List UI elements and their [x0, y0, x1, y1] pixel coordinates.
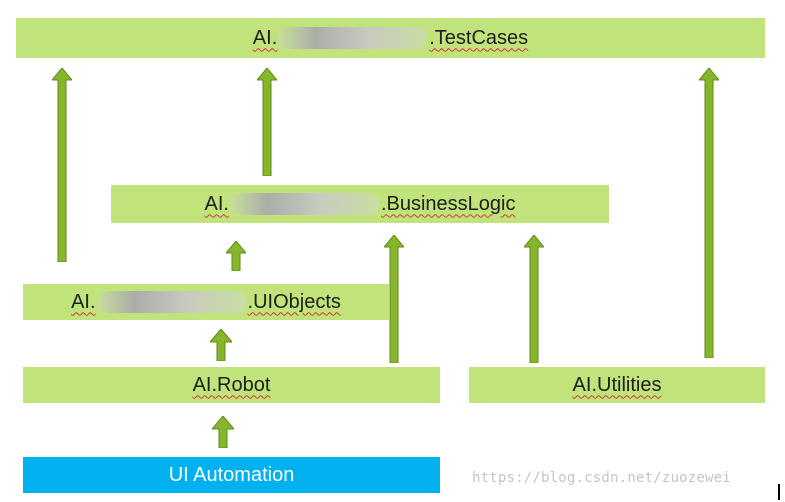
box-uiobjects-prefix: AI. [71, 290, 96, 313]
redacted-text [278, 27, 429, 49]
box-uiobjects: AI. .UIObjects [23, 284, 389, 320]
box-robot-label: AI.Robot [192, 373, 271, 396]
redacted-text [229, 193, 380, 215]
box-utilities: AI.Utilities [469, 367, 765, 403]
box-uiautomation: UI Automation [23, 457, 440, 493]
arrow-uiobjects-to-businesslogic [226, 241, 246, 271]
box-testcases-suffix: .TestCases [429, 26, 529, 49]
redacted-text [96, 291, 247, 313]
box-testcases-prefix: AI. [252, 26, 278, 49]
arrow-uiautomation-to-robot [212, 416, 234, 448]
box-testcases: AI. .TestCases [16, 18, 765, 58]
arrow-businesslogic-to-testcases [257, 68, 277, 176]
watermark-text: https://blog.csdn.net/zuozewei [472, 470, 731, 486]
box-businesslogic: AI. .BusinessLogic [111, 185, 609, 223]
box-businesslogic-suffix: .BusinessLogic [380, 192, 516, 215]
box-uiautomation-label: UI Automation [168, 463, 295, 486]
box-businesslogic-prefix: AI. [204, 192, 229, 215]
arrow-utilities-to-businesslogic [524, 235, 544, 363]
box-uiobjects-suffix: .UIObjects [247, 290, 341, 313]
arrow-uiobjects-to-testcases [52, 68, 72, 262]
arrow-robot-to-uiobjects [210, 329, 232, 361]
text-cursor [778, 484, 780, 500]
arrow-robot-to-businesslogic [384, 235, 404, 363]
arrow-utilities-to-testcases [699, 68, 719, 358]
box-robot: AI.Robot [23, 367, 440, 403]
box-utilities-label: AI.Utilities [572, 373, 662, 396]
